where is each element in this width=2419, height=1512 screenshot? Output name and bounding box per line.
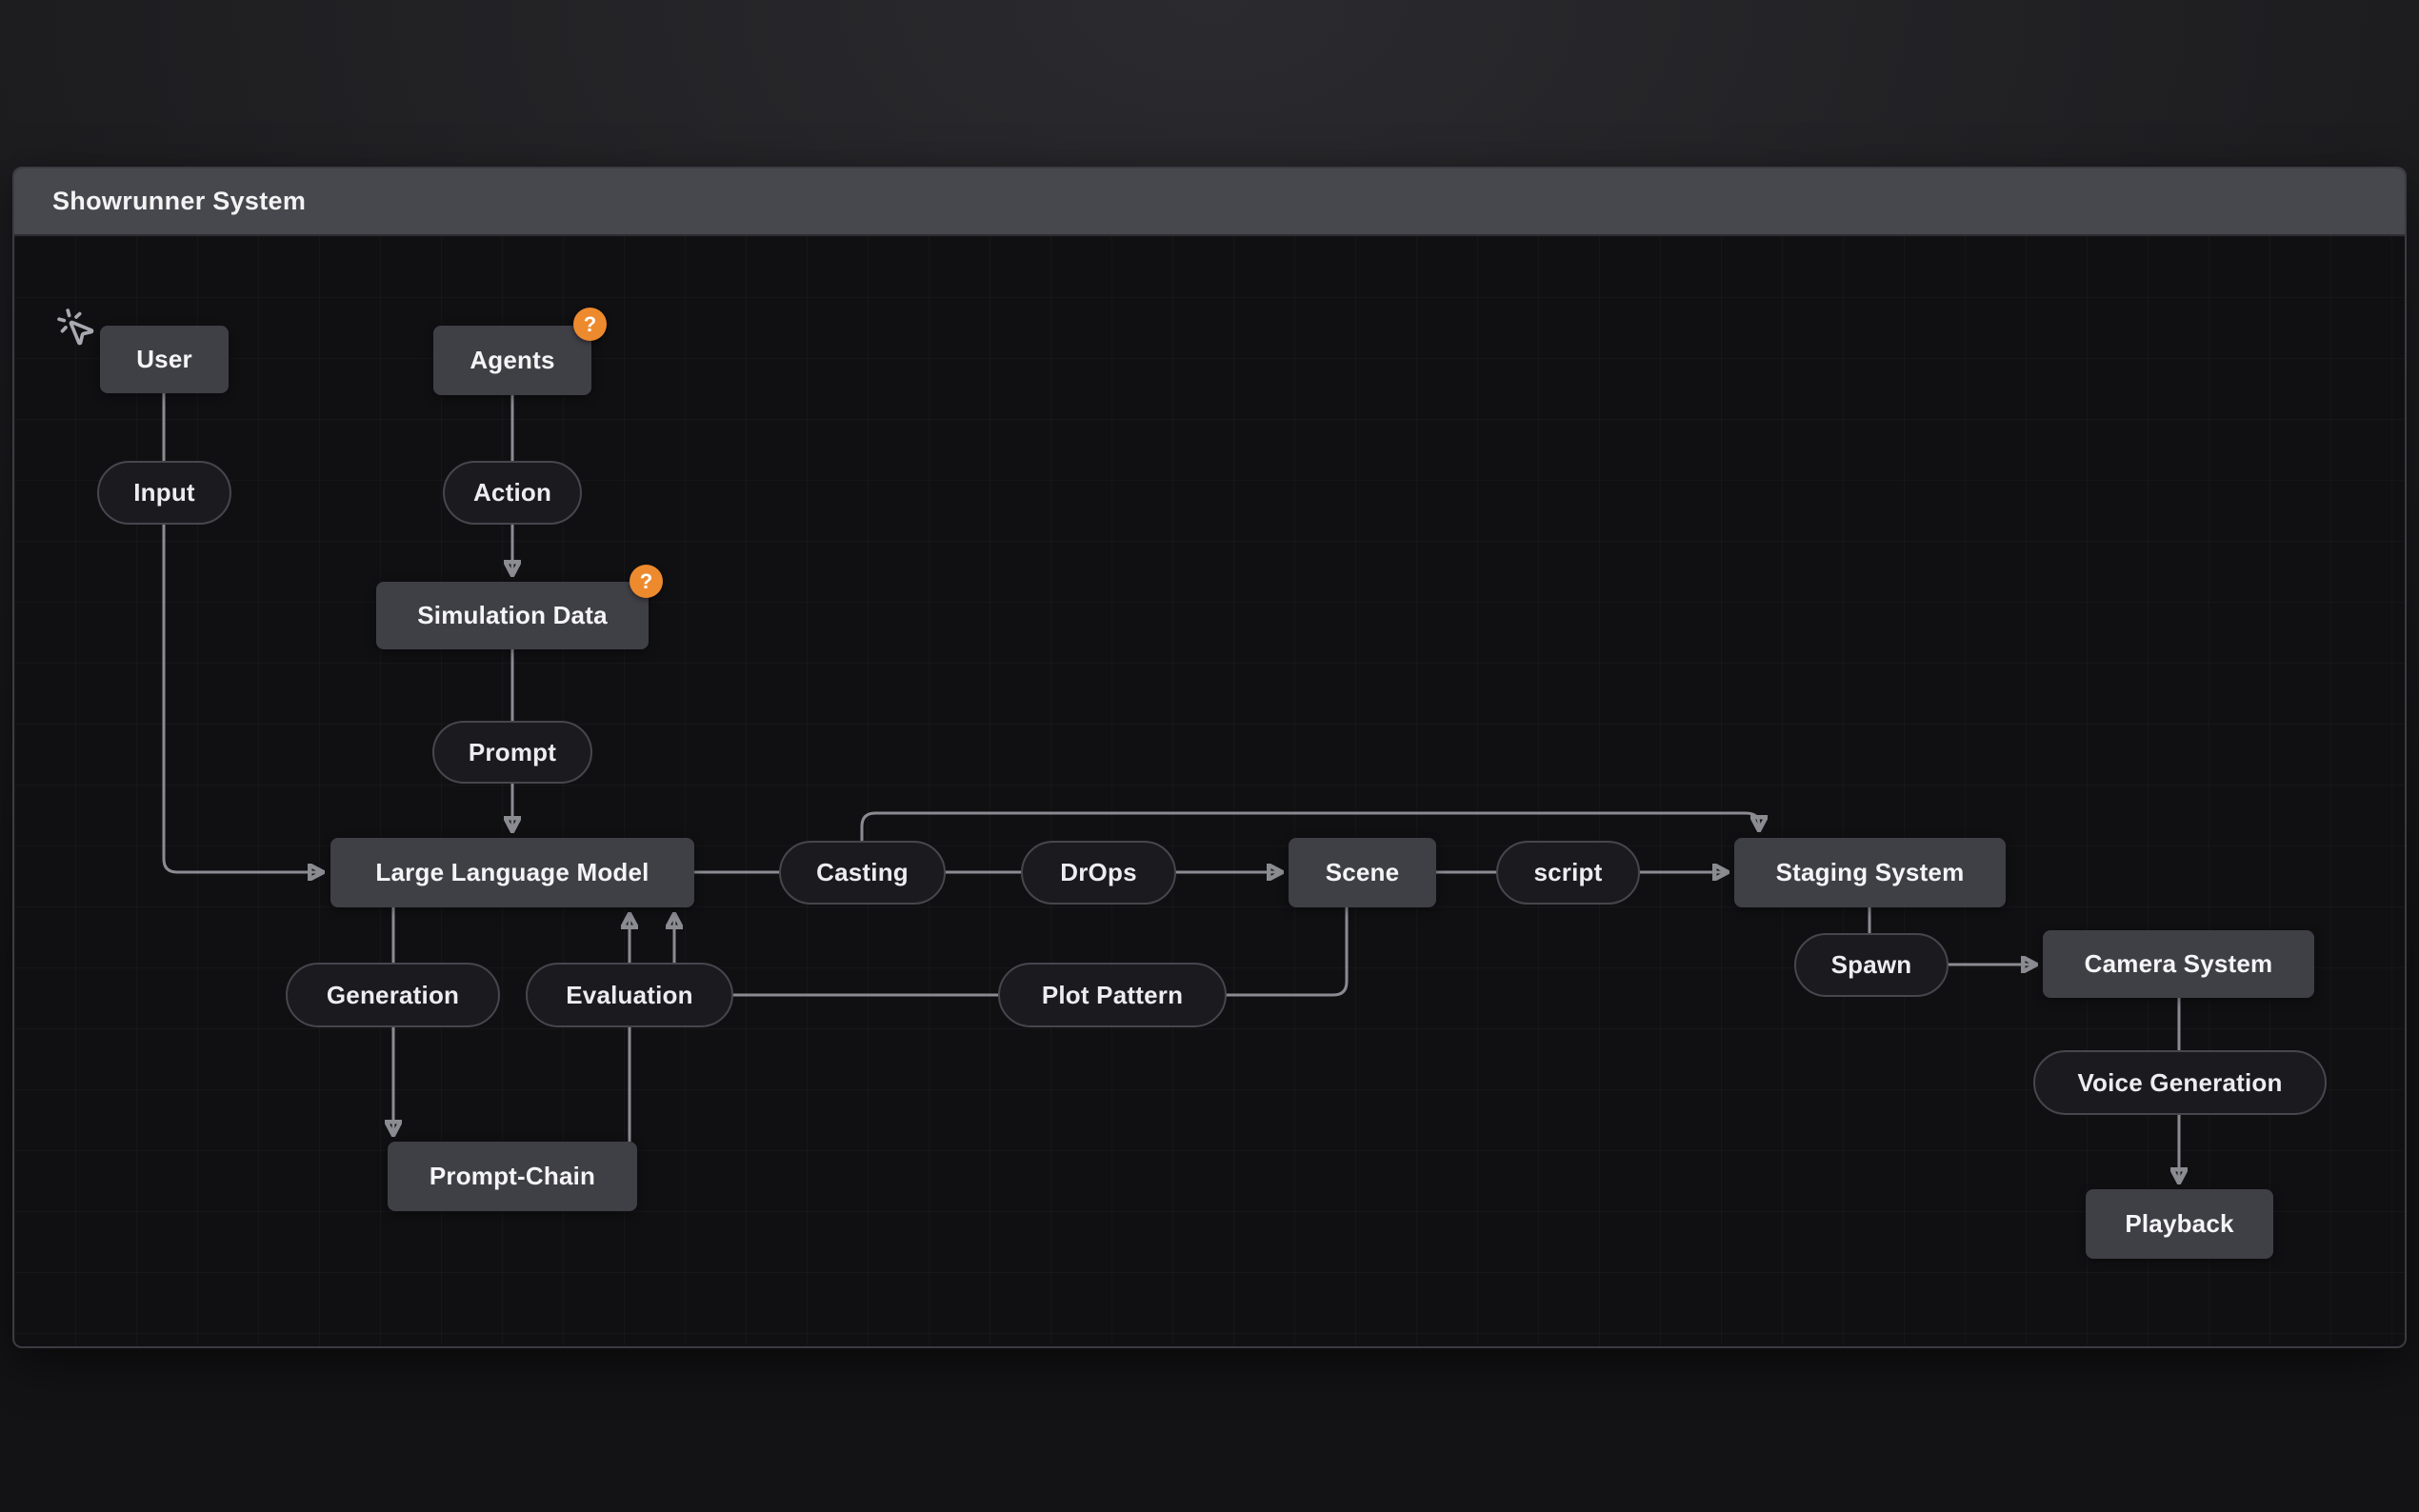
node-staging-system: Staging System (1734, 838, 2006, 907)
simulation-data-help-badge[interactable]: ? (630, 565, 663, 598)
label-script: script (1496, 841, 1640, 905)
node-large-language-model: Large Language Model (330, 838, 694, 907)
node-user: User (100, 326, 229, 393)
label-plot-pattern: Plot Pattern (998, 963, 1227, 1027)
node-playback: Playback (2086, 1189, 2273, 1259)
label-spawn: Spawn (1794, 933, 1949, 997)
label-casting: Casting (779, 841, 946, 905)
node-simulation-data: Simulation Data (376, 582, 649, 649)
label-input: Input (97, 461, 231, 525)
mouse-pointer-click-icon (55, 307, 97, 348)
label-voice-generation: Voice Generation (2033, 1050, 2327, 1115)
diagram-panel: Showrunner System (12, 167, 2407, 1348)
label-evaluation: Evaluation (526, 963, 733, 1027)
diagram-title: Showrunner System (52, 187, 306, 216)
node-agents: Agents (433, 326, 591, 395)
agents-help-badge[interactable]: ? (573, 308, 607, 341)
diagram-grid-canvas (14, 236, 2405, 1346)
label-prompt: Prompt (432, 721, 592, 784)
diagram-title-bar: Showrunner System (14, 169, 2405, 236)
node-scene: Scene (1289, 838, 1436, 907)
label-drops: DrOps (1021, 841, 1176, 905)
label-action: Action (443, 461, 582, 525)
node-camera-system: Camera System (2043, 930, 2314, 998)
label-generation: Generation (286, 963, 500, 1027)
node-prompt-chain: Prompt-Chain (388, 1142, 637, 1211)
